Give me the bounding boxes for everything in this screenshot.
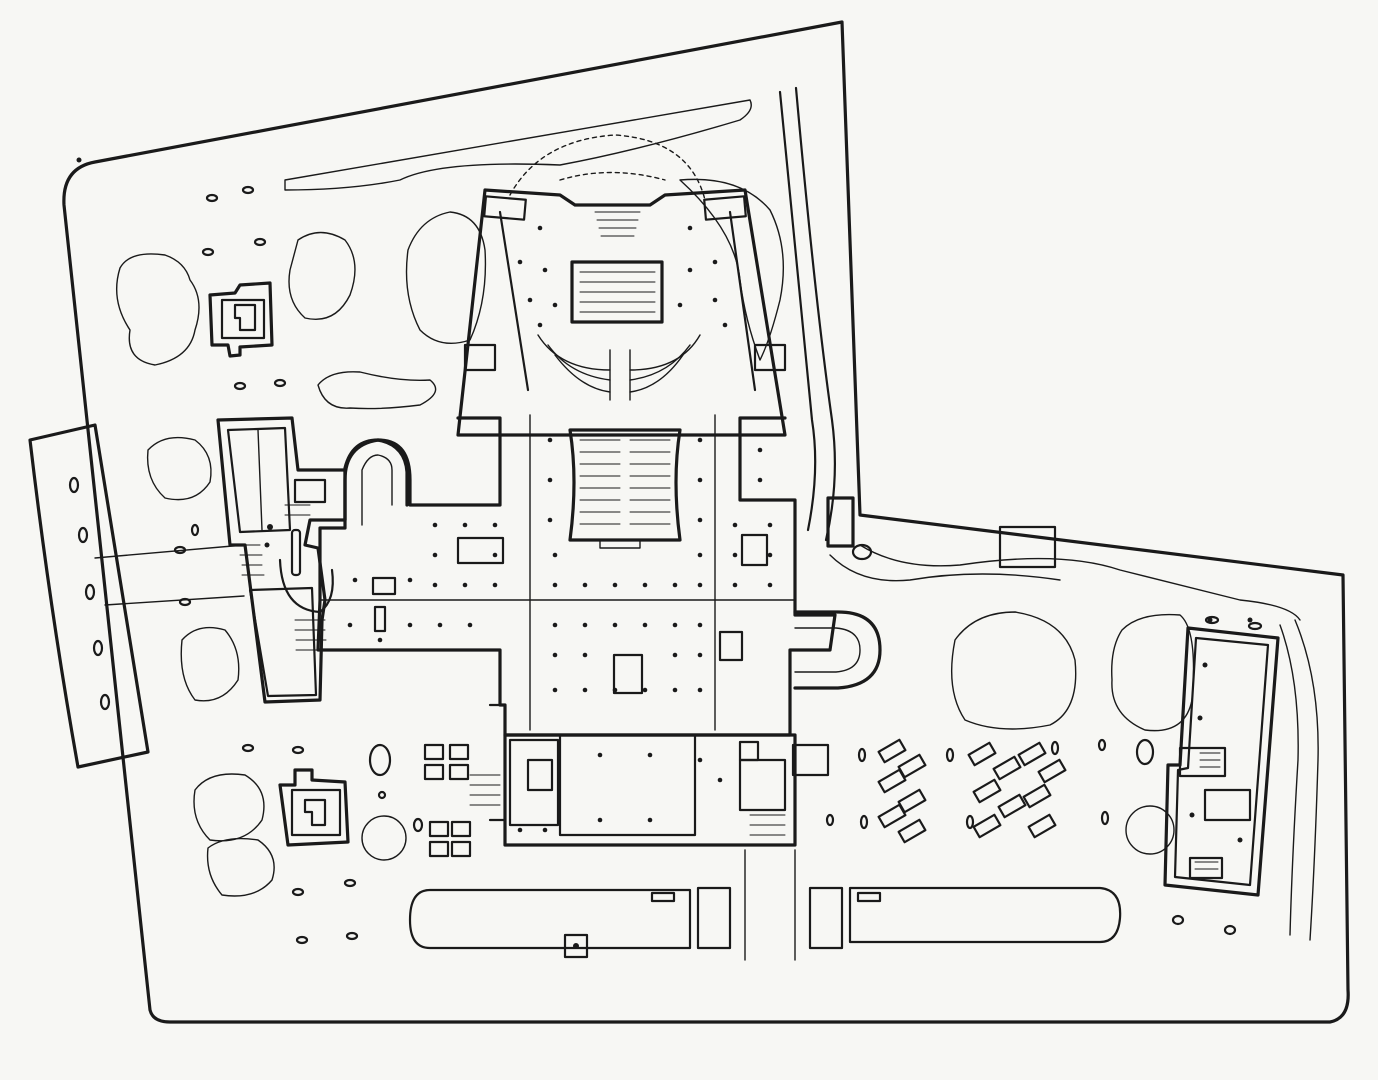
planting-areas [115,99,1319,941]
circular-canopy [509,134,706,201]
south-auditorium-block [469,733,830,847]
north-east-gatehouse [826,496,1057,569]
south-west-pavilion [278,768,350,847]
main-central-block [316,414,882,822]
north-west-pavilion [208,281,274,358]
west-curved-plaza [28,423,245,769]
pavilion-cluster-west [361,743,472,861]
west-wing-building [216,416,347,704]
east-building [1125,617,1280,897]
south-parking [408,849,1122,961]
site-boundary [62,20,1350,1024]
central-assembly-hall [456,188,787,437]
pavilion-cluster-east [877,738,1067,844]
trees [173,185,1263,945]
